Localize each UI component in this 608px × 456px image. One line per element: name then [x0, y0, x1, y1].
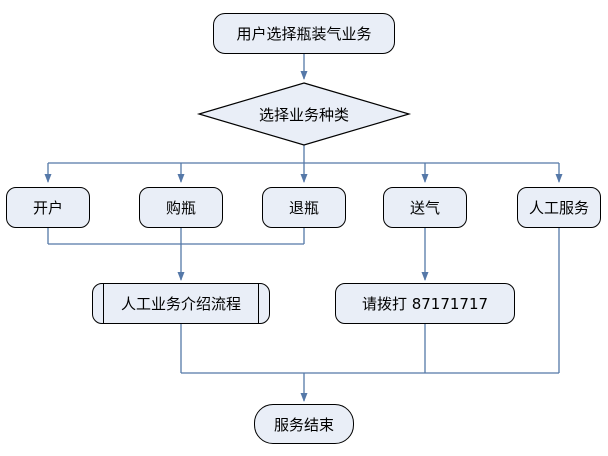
node-manual-service: 人工服务: [517, 187, 601, 228]
node-end: 服务结束: [254, 404, 354, 444]
decision-diamond-shape: [196, 82, 412, 146]
node-return-bottle: 退瓶: [262, 187, 346, 228]
node-open-account: 开户: [6, 187, 90, 228]
node-decision: 选择业务种类: [258, 105, 349, 124]
node-deliver-gas: 送气: [383, 187, 467, 228]
node-buy-bottle: 购瓶: [139, 187, 223, 228]
node-manual-intro: 人工业务介绍流程: [92, 283, 270, 324]
node-start: 用户选择瓶装气业务: [213, 13, 395, 54]
node-call-number: 请拨打 87171717: [335, 283, 515, 324]
